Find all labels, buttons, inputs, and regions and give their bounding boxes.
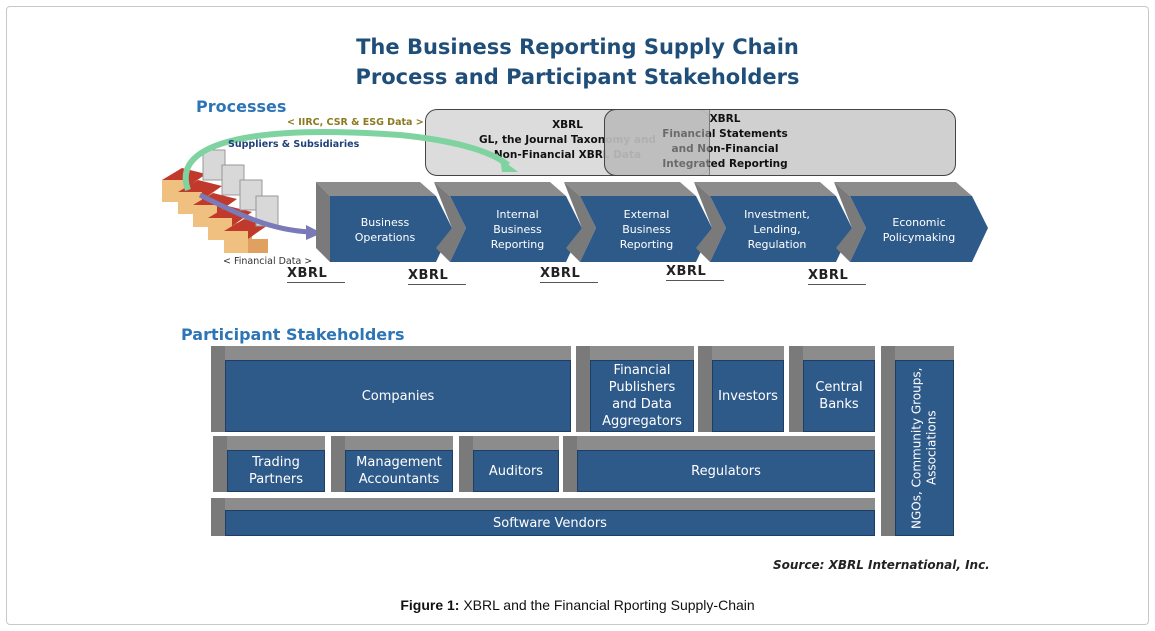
- buildings-icon: [162, 149, 279, 253]
- xbrl-logo-1: XBRL: [287, 266, 347, 294]
- purple-arrow: [198, 192, 311, 235]
- iirc-label: < IIRC, CSR & ESG Data >: [287, 117, 424, 128]
- diagram-title-line2: Process and Participant Stakeholders: [355, 65, 800, 89]
- stakeholders-heading: Participant Stakeholders: [181, 325, 405, 344]
- source-note: Source: XBRL International, Inc.: [773, 558, 990, 572]
- xbrl-logo-4: XBRL: [666, 264, 726, 292]
- box-software-vendors: Software Vendors: [211, 498, 875, 536]
- box-companies: Companies: [211, 346, 571, 432]
- box-ngos: NGOs, Community Groups,Associations: [881, 346, 954, 536]
- diagram-title-line1: The Business Reporting Supply Chain: [356, 35, 799, 59]
- caption-label: Figure 1:: [400, 597, 460, 613]
- figure-frame: [6, 6, 1149, 625]
- xbrl-logo-3: XBRL: [540, 266, 600, 294]
- chevron-3: [564, 182, 712, 262]
- process-chain-svg: [162, 129, 988, 262]
- suppliers-label: Suppliers & Subsidiaries: [228, 139, 360, 150]
- figure-caption: Figure 1: XBRL and the Financial Rportin…: [0, 597, 1155, 613]
- box-regulators: Regulators: [563, 436, 875, 492]
- xbrl-box-overlap: [604, 109, 710, 176]
- green-arrow: [182, 129, 510, 192]
- chevron-5: [834, 182, 988, 262]
- chevron-4: [694, 182, 852, 262]
- caption-text: XBRL and the Financial Rporting Supply-C…: [459, 597, 755, 613]
- xbrl-logo-2: XBRL: [408, 268, 468, 296]
- xbrl-gl-line1: XBRL: [552, 119, 583, 131]
- box-auditors: Auditors: [459, 436, 559, 492]
- financial-data-label: < Financial Data >: [223, 256, 313, 267]
- box-investors: Investors: [698, 346, 784, 432]
- chevron-1: [316, 182, 452, 262]
- processes-heading: Processes: [196, 97, 287, 116]
- xbrl-fs-line1: XBRL: [709, 113, 741, 125]
- chevron-2: [434, 182, 582, 262]
- xbrl-logo-5: XBRL: [808, 268, 868, 296]
- step-investment-lending: Investment,Lending,Regulation: [744, 208, 810, 251]
